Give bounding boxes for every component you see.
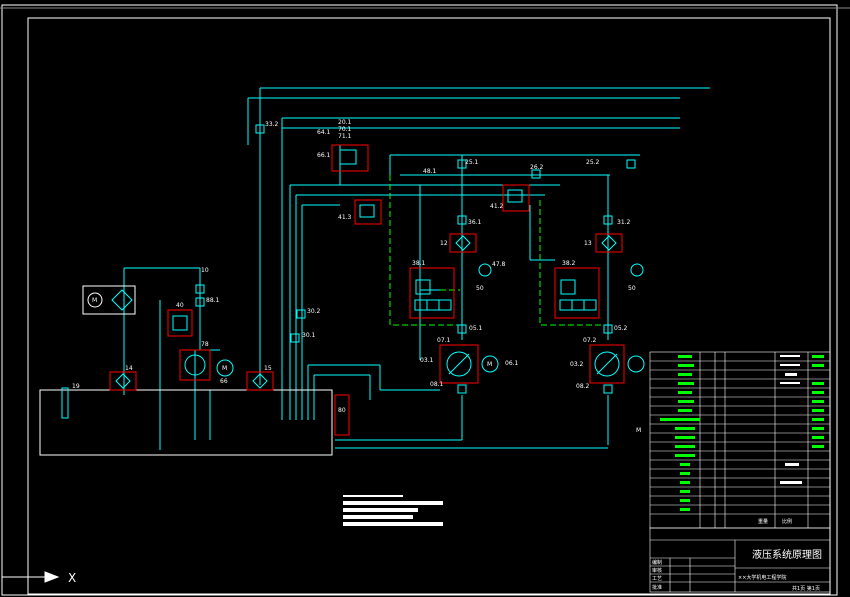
drawing-subtitle: ××大学机电工程学院 (738, 574, 786, 581)
label-31-2: 31.2 (617, 219, 631, 226)
component-symbols (61, 124, 645, 419)
drawing-frame (0, 4, 850, 596)
label-78: 78 (201, 341, 209, 348)
label-06-1: 06.1 (505, 360, 519, 367)
cooler-unit (82, 285, 136, 315)
label-05-2: 05.2 (614, 325, 628, 332)
label-26-2: 26.2 (530, 164, 544, 171)
label-66b: 66 (220, 378, 228, 385)
label-12: 12 (440, 240, 448, 247)
label-64-1: 64.1 (317, 129, 331, 136)
label-70-1: 70.1 (338, 126, 352, 133)
label-03-1: 03.1 (420, 357, 434, 364)
label-motor-3: M (487, 361, 492, 368)
weight-label: 重量 (758, 518, 768, 525)
approver-label: 批准 (652, 584, 662, 591)
checker-label: 审核 (652, 567, 662, 574)
label-33-2: 33.2 (265, 121, 279, 128)
label-08-1: 08.1 (430, 381, 444, 388)
label-66-1: 66.1 (317, 152, 331, 159)
oil-tank (39, 389, 333, 456)
label-motor-1: M (92, 297, 97, 304)
title-block (649, 527, 831, 593)
label-07-2: 07.2 (583, 337, 597, 344)
label-13: 13 (584, 240, 592, 247)
technical-notes-block (343, 495, 443, 526)
process-label: 工艺 (652, 576, 662, 582)
label-25-2: 25.2 (586, 159, 600, 166)
scale-label: 比例 (782, 518, 792, 525)
label-30-1: 30.1 (302, 332, 316, 339)
label-19: 19 (72, 383, 80, 390)
label-15: 15 (264, 365, 272, 372)
label-08-2: 08.2 (576, 383, 590, 390)
label-36-1: 36.1 (468, 219, 482, 226)
component-frames (109, 144, 625, 436)
label-71-1: 71.1 (338, 133, 352, 140)
label-41-3: 41.3 (338, 214, 352, 221)
bill-of-materials-table (649, 351, 831, 529)
label-25-1: 25.1 (465, 159, 479, 166)
label-50a: 50 (476, 285, 484, 292)
label-88-1: 88.1 (206, 297, 220, 304)
label-40: 40 (176, 302, 184, 309)
label-38-1: 38.1 (412, 260, 426, 267)
label-20-1: 20.1 (338, 119, 352, 126)
label-30-2: 30.2 (307, 308, 321, 315)
label-10: 10 (201, 267, 209, 274)
label-03-2: 03.2 (570, 361, 584, 368)
label-motor-2: M (222, 365, 227, 372)
bom-cell-text (660, 355, 824, 511)
label-50b: 50 (628, 285, 636, 292)
label-07-1: 07.1 (437, 337, 451, 344)
arrow-x-label: X (68, 571, 76, 585)
sheet-number: 共1页 第1页 (792, 585, 820, 592)
label-41-2: 41.2 (490, 203, 504, 210)
label-14: 14 (125, 365, 133, 372)
drawing-title: 液压系统原理图 (752, 548, 822, 561)
view-arrow (2, 571, 60, 583)
dashed-pilot-lines (389, 175, 610, 326)
label-47-8: 47.8 (492, 261, 506, 268)
label-38-2: 38.2 (562, 260, 576, 267)
compiler-label: 编制 (652, 559, 662, 566)
label-80: 80 (338, 407, 346, 414)
label-48-1: 48.1 (423, 168, 437, 175)
component-labels: 33.2 20.1 70.1 71.1 64.1 66.1 48.1 25.1 … (72, 119, 641, 434)
label-05-1: 05.1 (469, 325, 483, 332)
label-motor-4: M (636, 427, 641, 434)
